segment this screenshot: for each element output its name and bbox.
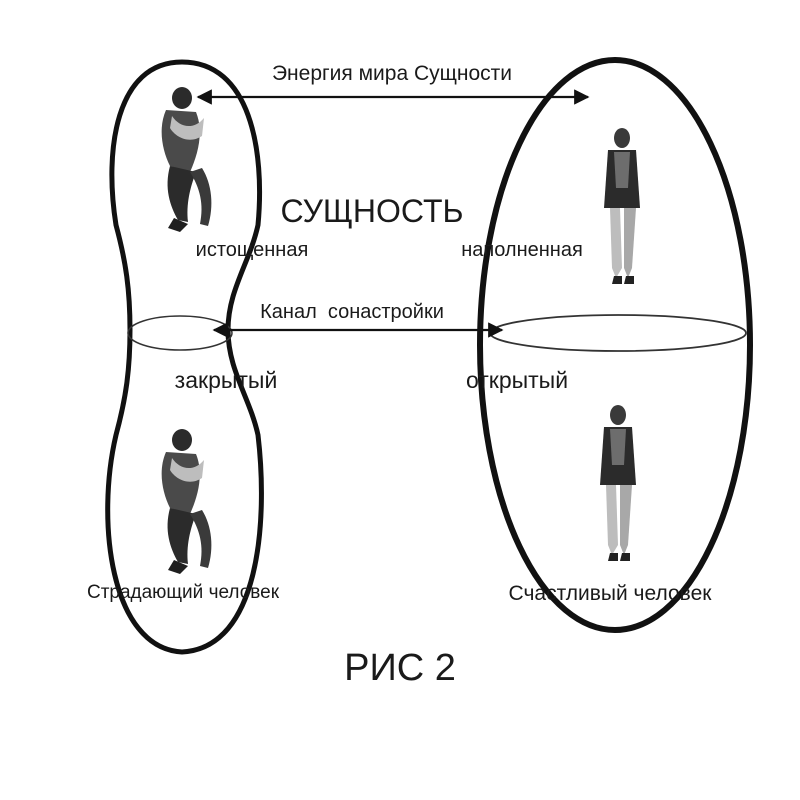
right-big-ellipse (477, 57, 753, 633)
energy-arrow-label: Энергия мира Сущности (272, 62, 512, 85)
filled-label: наполненная (461, 239, 583, 261)
suffering-person-label: Страдающий человек (87, 582, 280, 603)
closed-label: закрытый (175, 367, 278, 393)
hunched-person-figure-icon (161, 87, 212, 232)
figure-caption: РИС 2 (344, 647, 456, 689)
happy-person-label: Счастливый человек (509, 582, 713, 605)
hunched-person-figure-icon (161, 429, 212, 574)
left-channel-ellipse (127, 315, 233, 351)
left-peanut-outline (105, 59, 264, 655)
right-channel-ellipse (489, 314, 747, 352)
essence-heading: СУЩНОСТЬ (281, 193, 464, 229)
open-label: открытый (466, 367, 568, 393)
depleted-label: истощенная (196, 239, 309, 261)
channel-arrow-label: Канал сонастройки (260, 301, 444, 323)
standing-person-figure-icon (600, 405, 636, 561)
standing-person-figure-icon (604, 128, 640, 284)
